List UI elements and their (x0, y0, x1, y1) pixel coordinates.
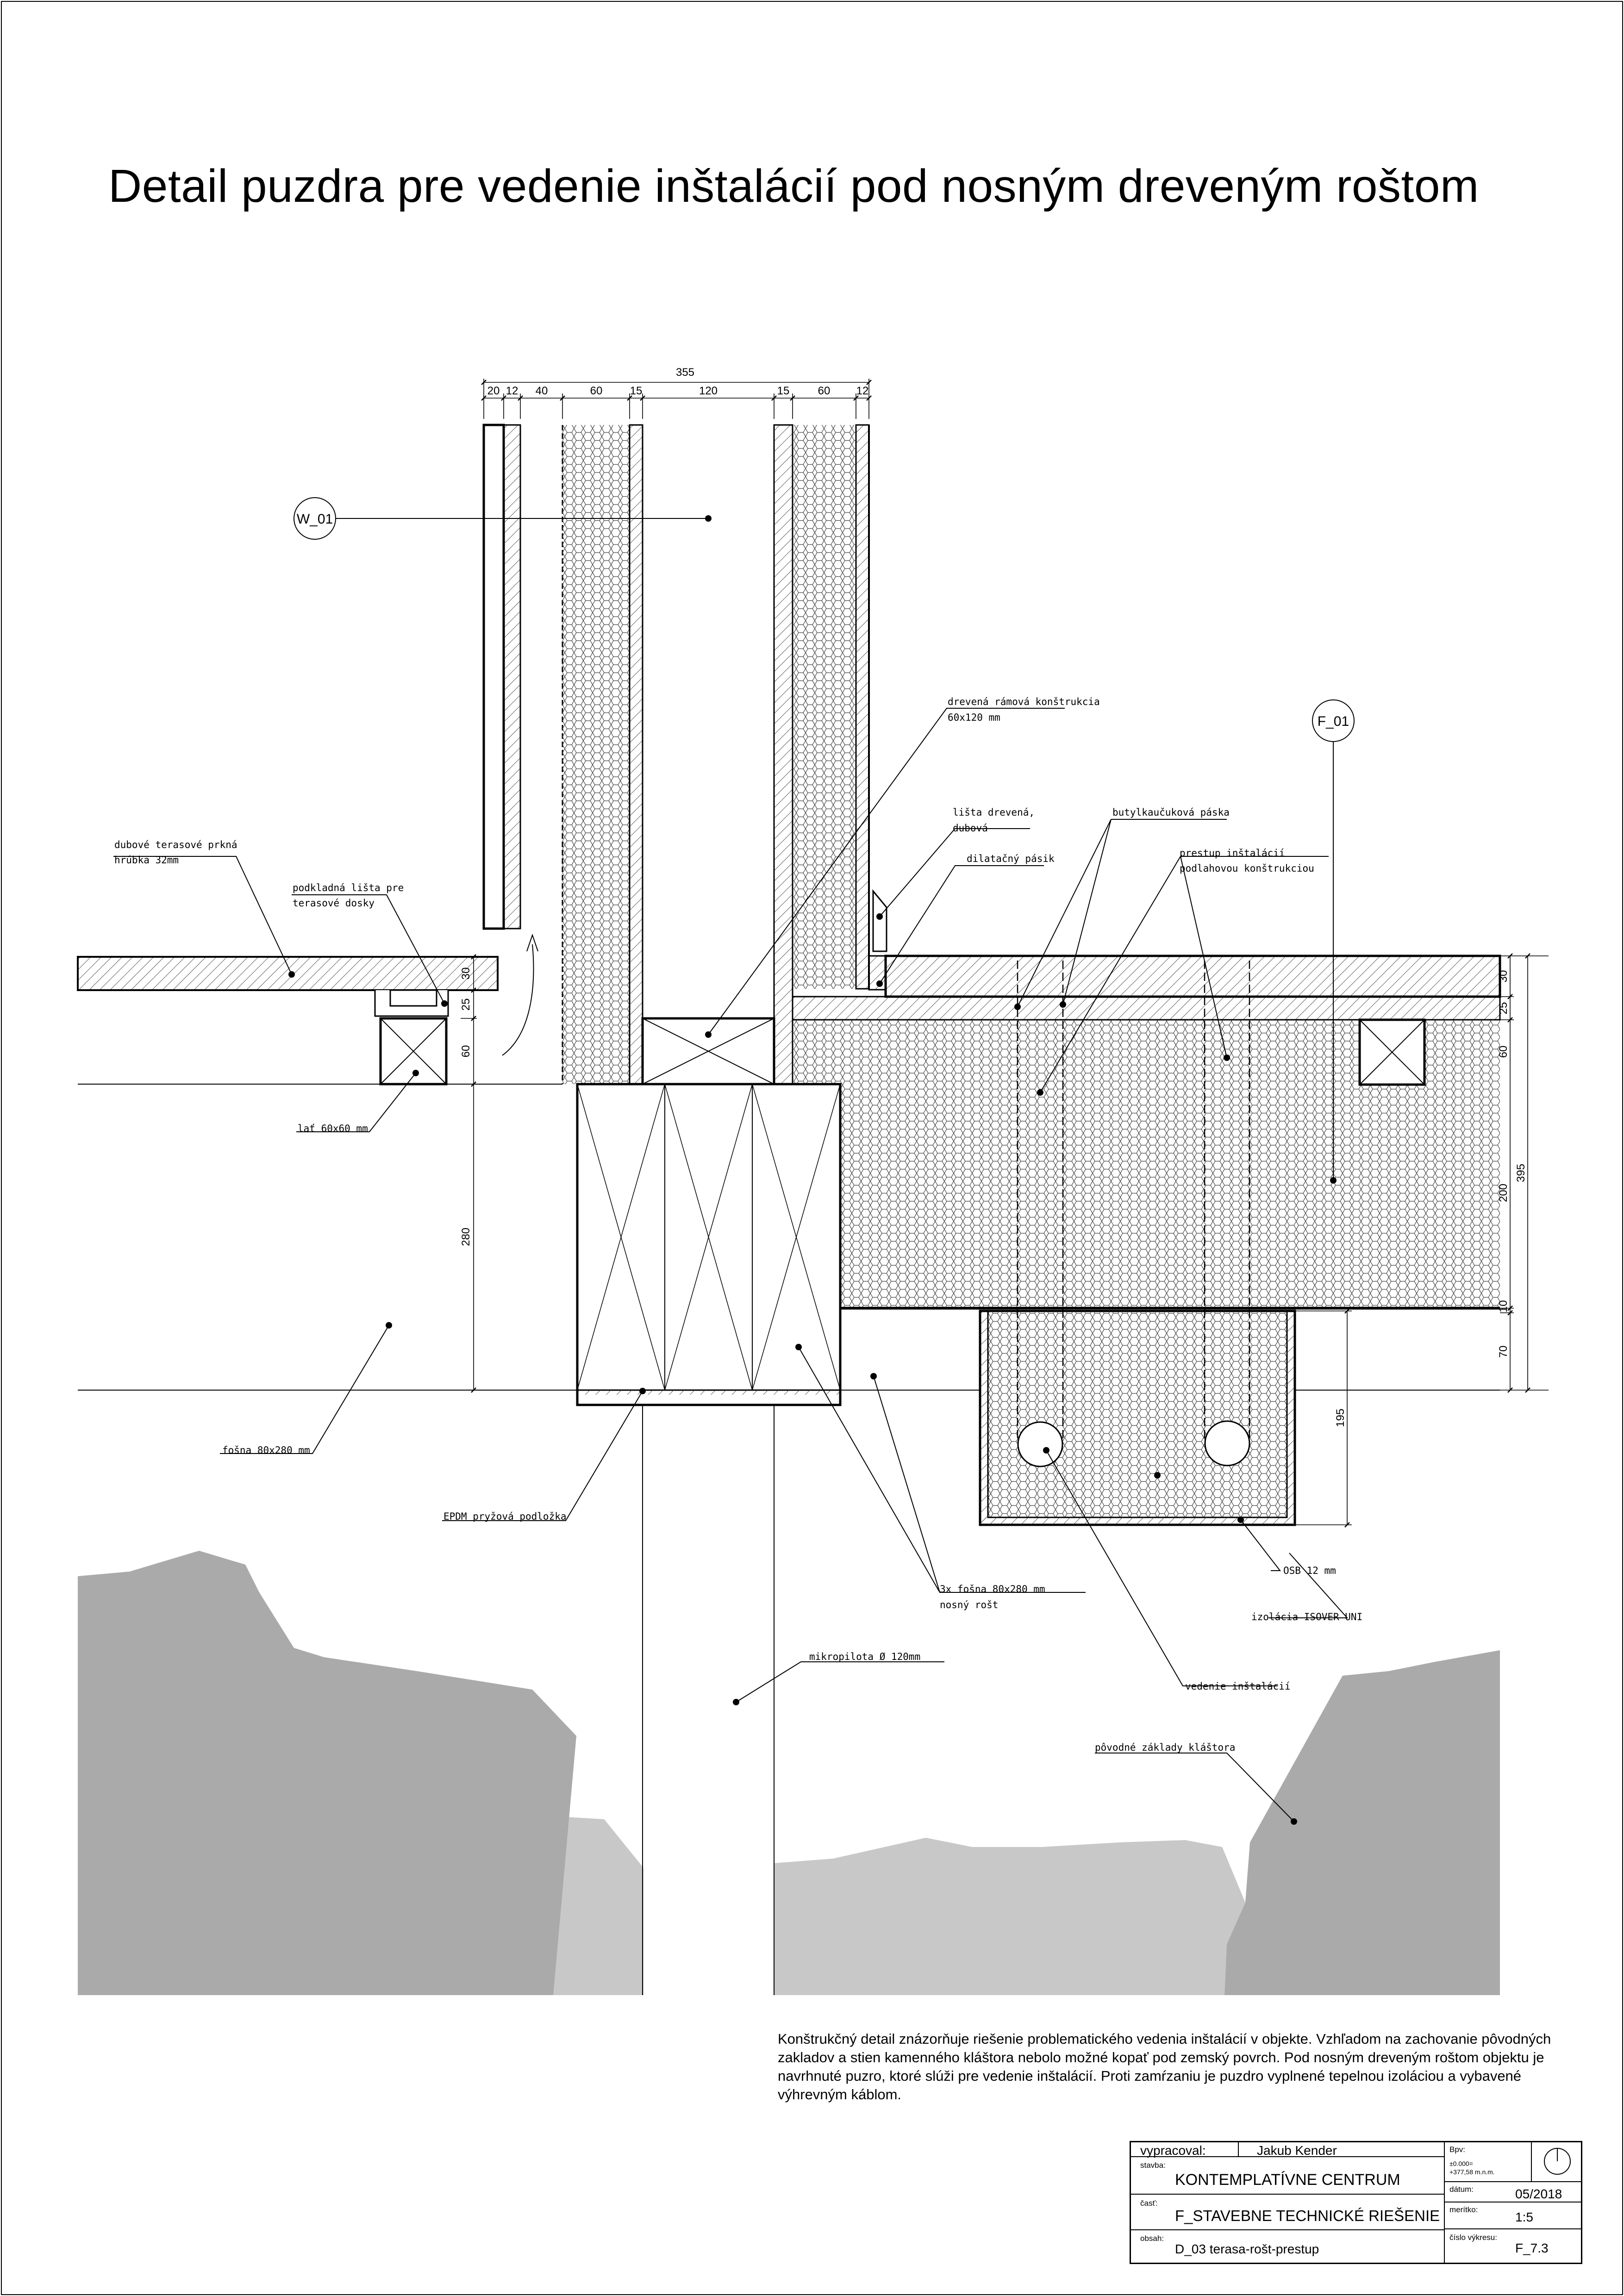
bpv-line-2: +377,58 m.n.m. (1449, 2168, 1495, 2176)
dim-left-2: 25 (460, 998, 472, 1011)
leader-dots (288, 913, 1297, 1825)
building-label: stavba: (1140, 2161, 1166, 2170)
dim-left-1: 30 (460, 967, 472, 980)
title-block-grid (1130, 2141, 1582, 2264)
label-foundations: pôvodné základy kláštora (1095, 1742, 1235, 1753)
building-value: KONTEMPLATÍVNE CENTRUM (1175, 2171, 1400, 2189)
label-grid-1: 3x fošna 80x280 mm (940, 1584, 1045, 1595)
sheet-label: číslo výkresu: (1449, 2233, 1497, 2242)
bpv-line-1: ±0.000= (1449, 2160, 1473, 2167)
tag-f01 (1312, 699, 1355, 1184)
label-batten-1: podkladná lišta pre (293, 882, 404, 893)
dim-top-8: 60 (818, 385, 831, 397)
scale-value: 1:5 (1515, 2210, 1533, 2224)
existing-foundations (78, 1551, 1500, 1995)
label-dilatation: dilatačný pásik (967, 853, 1055, 864)
label-services: vedenie inštalácií (1185, 1681, 1291, 1692)
dim-right-4: 200 (1497, 1184, 1510, 1202)
date-value: 05/2018 (1515, 2187, 1562, 2201)
leader-lines (113, 708, 1349, 1822)
service-box (979, 961, 1296, 1526)
dim-overall: 355 (676, 366, 694, 379)
part-value: F_STAVEBNE TECHNICKÉ RIEŠENIE (1175, 2207, 1440, 2224)
content-value: D_03 terasa-rošt-prestup (1175, 2242, 1319, 2256)
dim-right-3: 60 (1497, 1046, 1510, 1058)
tag-w01 (294, 497, 712, 540)
micropile (642, 1404, 775, 1995)
label-grid-2: nosný rošt (940, 1599, 998, 1610)
drawn-by-label: vypracoval: (1140, 2143, 1206, 2158)
label-strip-2: dubová (953, 823, 988, 834)
dim-right-6: 70 (1497, 1346, 1510, 1358)
label-frame-1: drevená rámová konštrukcia (948, 696, 1100, 707)
dim-left-4: 280 (460, 1228, 472, 1246)
scale-label: merítko: (1449, 2205, 1478, 2214)
sheet-value: F_7.3 (1515, 2241, 1549, 2255)
label-pass-2: podlahovou konštrukciou (1180, 863, 1314, 874)
dim-top-4: 60 (590, 385, 603, 397)
dim-box-depth: 195 (1334, 1409, 1347, 1427)
label-insulation: izolácia ISOVER UNI (1251, 1611, 1362, 1622)
bpv-label: Bpv: (1449, 2145, 1466, 2154)
dim-left-3: 60 (460, 1045, 472, 1058)
label-pass-1: prestup inštalácií (1180, 848, 1285, 859)
dim-top-5: 15 (630, 385, 643, 397)
label-epdm: EPDM pryžová podložka (443, 1511, 567, 1522)
date-label: dátum: (1449, 2185, 1474, 2194)
label-micropile: mikropilota Ø 120mm (809, 1651, 920, 1662)
dim-top-9: 12 (856, 385, 869, 397)
dim-top-3: 40 (536, 385, 548, 397)
dim-top-2: 12 (506, 385, 518, 397)
dim-top-1: 20 (487, 385, 500, 397)
title-block: vypracoval: Jakub Kender stavba: KONTEMP… (1130, 2141, 1582, 2264)
label-batten-2: terasové dosky (293, 898, 375, 909)
floor-section (792, 955, 1501, 1310)
label-butyl: butylkaučuková páska (1112, 807, 1230, 818)
dimension-top (481, 379, 872, 419)
dimension-left (461, 954, 477, 1393)
grid-beam (576, 1083, 842, 1406)
dim-right-1: 30 (1497, 970, 1510, 983)
drawing-title: Detail puzdra pre vedenie inštalácií pod… (108, 160, 1479, 212)
dim-right-2: 25 (1497, 1002, 1510, 1015)
label-deck-2: hrúbka 32mm (114, 855, 179, 866)
dim-top-6: 120 (699, 385, 718, 397)
tag-f01-label: F_01 (1318, 714, 1349, 729)
dim-right-5: 10 (1497, 1300, 1510, 1313)
dimension-right (1295, 953, 1549, 1528)
description-text: Konštrukčný detail znázorňuje riešenie p… (778, 2031, 1551, 2103)
content-label: obsah: (1140, 2234, 1164, 2243)
drawn-by-value: Jakub Kender (1257, 2143, 1337, 2158)
dim-top-7: 15 (777, 385, 790, 397)
label-lath: lať 60x60 mm (298, 1123, 368, 1134)
label-strip-1: lišta drevená, (953, 807, 1035, 818)
label-osb: OSB 12 mm (1283, 1565, 1336, 1576)
label-plank: fošna 80x280 mm (222, 1445, 310, 1456)
tag-w01-label: W_01 (297, 512, 333, 527)
part-label: časť: (1140, 2199, 1158, 2208)
dim-right-total: 395 (1515, 1164, 1527, 1182)
wall-section (482, 424, 887, 1086)
label-deck-1: dubové terasové prkná (114, 839, 237, 850)
terrace-section (77, 933, 538, 1086)
label-frame-2: 60x120 mm (948, 712, 1000, 723)
